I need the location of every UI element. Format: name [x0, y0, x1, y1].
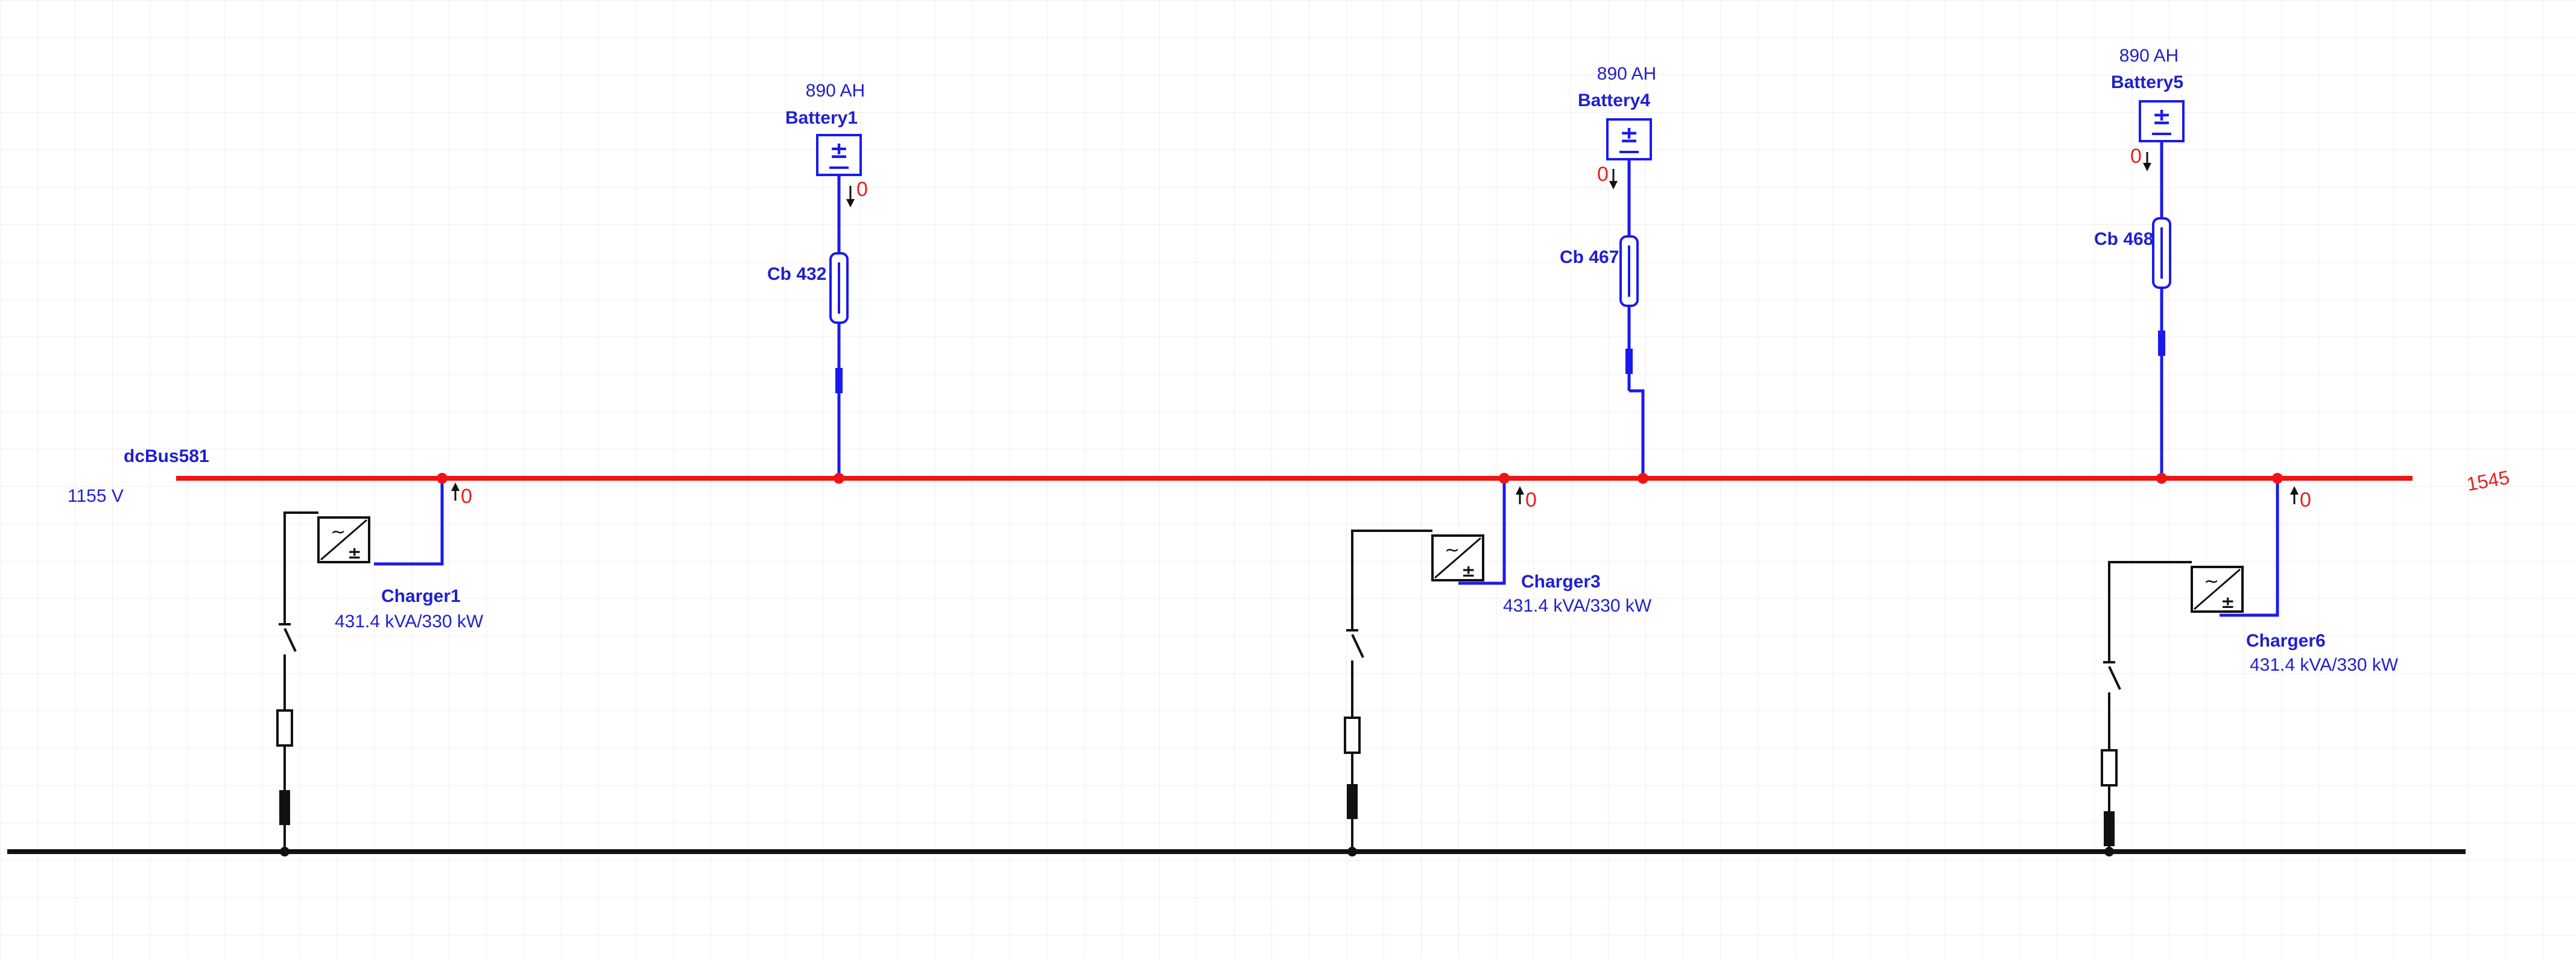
battery-plus-minus-icon[interactable]: ±	[816, 134, 862, 176]
charger-name: Charger6	[2246, 631, 2326, 651]
svg-text:±: ±	[2221, 592, 2235, 612]
charger-name: Charger3	[1521, 572, 1601, 592]
battery-name: Battery5	[2111, 72, 2183, 92]
battery-capacity: 890 AH	[1597, 64, 1656, 84]
battery-branch-1[interactable]: 890 AH Battery1 ± 0 Cb 432	[767, 81, 868, 483]
ct-transformer[interactable]	[1347, 784, 1358, 819]
breaker-label: Cb 468	[2094, 229, 2153, 249]
charger-flow-value: 0	[461, 485, 472, 508]
breaker-cb-467[interactable]	[1619, 235, 1639, 307]
charger-flow-value: 0	[2300, 489, 2311, 511]
battery-name: Battery4	[1578, 90, 1650, 110]
breaker-cb-432[interactable]	[829, 252, 849, 324]
ac-dc-charger-icon[interactable]: ~ ±	[317, 516, 370, 563]
breaker-cb-468[interactable]	[2152, 217, 2171, 289]
svg-text:~: ~	[331, 522, 346, 543]
disconnect-switch[interactable]	[2103, 661, 2121, 690]
charger-rating: 431.4 kVA/330 kW	[335, 612, 484, 631]
ac-dc-charger-icon[interactable]: ~ ±	[2191, 566, 2244, 613]
flow-arrow-down-icon	[846, 186, 855, 207]
svg-text:±: ±	[829, 137, 849, 163]
battery-capacity: 890 AH	[2119, 46, 2179, 66]
battery-capacity: 890 AH	[806, 81, 865, 101]
battery-flow-value: 0	[856, 178, 868, 201]
bus-voltage: 1155 V	[68, 486, 124, 506]
charger-rating: 431.4 kVA/330 kW	[2250, 655, 2399, 675]
charger-flow-value: 0	[1525, 489, 1537, 511]
battery-name: Battery1	[785, 108, 858, 128]
battery-branch-5[interactable]: 890 AH Battery5 ± 0 Cb 468	[2094, 46, 2185, 483]
svg-text:~: ~	[2204, 571, 2219, 592]
svg-text:±: ±	[1619, 121, 1639, 148]
ct-transformer[interactable]	[2104, 811, 2115, 846]
battery-branch-4[interactable]: 890 AH Battery4 ± 0 Cb 467	[1560, 64, 1656, 483]
breaker-label: Cb 432	[767, 264, 826, 284]
battery-plus-minus-icon[interactable]: ±	[2139, 100, 2185, 142]
flow-arrow-up-icon	[1516, 486, 1524, 504]
charger-branch-1[interactable]: 0 ~ ± Charger1 431.4 kVA/330 kW	[276, 473, 484, 856]
charger-branch-6[interactable]: 0 ~ ± Charger6 431.4 kVA/330 kW	[2101, 473, 2399, 856]
flow-arrow-up-icon	[451, 483, 460, 501]
battery-flow-value: 0	[1597, 163, 1609, 186]
flow-arrow-down-icon	[2143, 152, 2151, 171]
fuse[interactable]	[276, 709, 293, 747]
flow-arrow-up-icon	[2290, 486, 2299, 504]
bus-name: dcBus581	[124, 446, 209, 466]
disconnect-switch[interactable]	[1346, 629, 1364, 658]
charger-branch-3[interactable]: 0 ~ ± Charger3 431.4 kVA/330 kW	[1344, 473, 1652, 856]
charger-rating: 431.4 kVA/330 kW	[1503, 596, 1652, 616]
svg-text:±: ±	[347, 543, 361, 563]
svg-text:±: ±	[2152, 103, 2171, 130]
battery-flow-value: 0	[2130, 145, 2142, 168]
ac-dc-charger-icon[interactable]: ~ ±	[1431, 534, 1484, 581]
flow-arrow-down-icon	[1609, 169, 1618, 189]
fuse[interactable]	[2101, 749, 2118, 787]
svg-text:~: ~	[1445, 540, 1460, 561]
breaker-label: Cb 467	[1560, 247, 1619, 267]
svg-text:±: ±	[1461, 561, 1475, 581]
disconnect-switch[interactable]	[279, 623, 297, 652]
charger-name: Charger1	[381, 586, 461, 606]
battery-plus-minus-icon[interactable]: ±	[1606, 118, 1652, 160]
fuse[interactable]	[1344, 717, 1361, 754]
ct-transformer[interactable]	[279, 790, 290, 825]
